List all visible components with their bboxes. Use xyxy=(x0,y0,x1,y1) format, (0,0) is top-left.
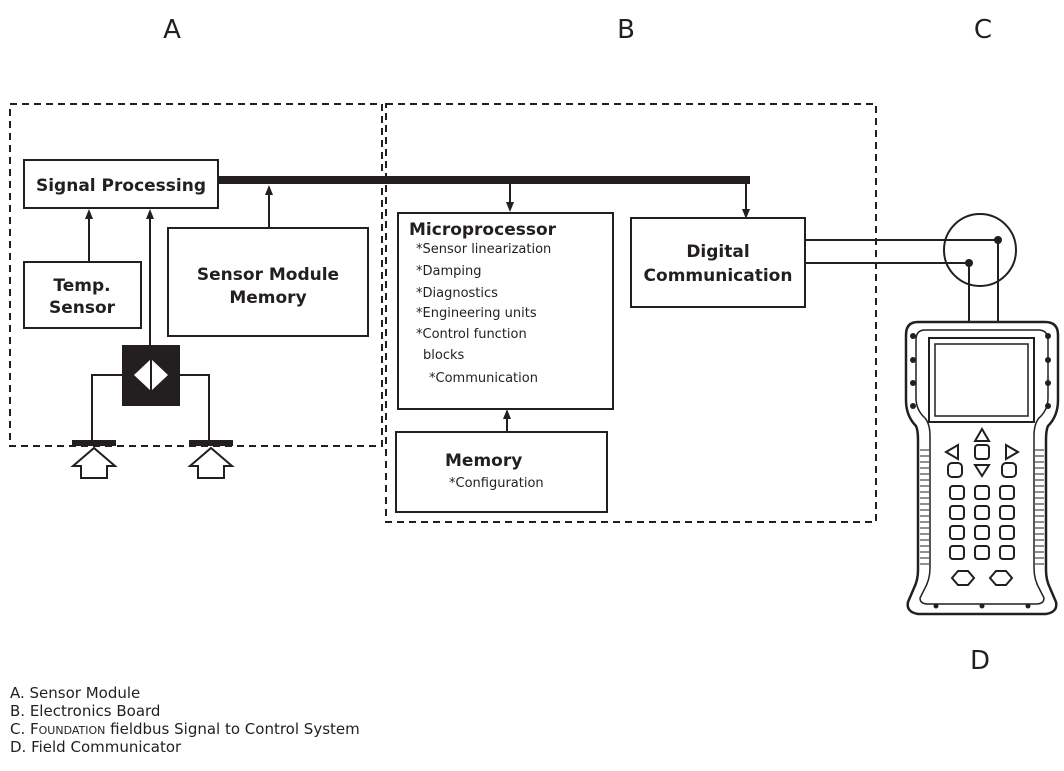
microprocessor-function-6: blocks xyxy=(423,348,464,363)
microprocessor-function-3: *Diagnostics xyxy=(416,286,498,301)
temp-sensor-label-line2: Sensor xyxy=(49,298,116,318)
microprocessor-function-5: *Control function xyxy=(416,327,527,342)
digital-communication-label-line1: Digital xyxy=(686,242,749,262)
temp-sensor-box: Temp. Sensor xyxy=(23,261,142,329)
zone-letter-c: C xyxy=(974,15,992,45)
sensor-module-memory-label-line2: Memory xyxy=(229,288,306,308)
microprocessor-box: Microprocessor *Sensor linearization *Da… xyxy=(397,212,614,410)
memory-function-1: *Configuration xyxy=(449,476,544,491)
microprocessor-function-4: *Engineering units xyxy=(416,306,537,321)
pressure-sensor-icon xyxy=(70,209,235,479)
memory-label: Memory xyxy=(445,451,522,471)
legend-item-b: B. Electronics Board xyxy=(10,702,161,720)
electronics-board-region xyxy=(385,103,877,523)
legend-item-c-brand: Foundation xyxy=(30,720,106,738)
zone-letter-a: A xyxy=(163,15,181,45)
legend-item-a: A. Sensor Module xyxy=(10,684,141,702)
legend-item-d: D. Field Communicator xyxy=(10,738,182,756)
signal-processing-box: Signal Processing xyxy=(23,159,219,209)
memory-box: Memory *Configuration xyxy=(395,431,608,513)
field-communicator-icon xyxy=(904,320,1060,616)
sensor-module-memory-label-line1: Sensor Module xyxy=(197,265,339,285)
microprocessor-function-2: *Damping xyxy=(416,264,482,279)
microprocessor-label: Microprocessor xyxy=(409,220,557,240)
zone-letter-d: D xyxy=(970,646,990,676)
digital-communication-box: Digital Communication xyxy=(630,217,806,308)
microprocessor-function-7: *Communication xyxy=(429,371,538,386)
legend-item-c-prefix: C. xyxy=(10,720,31,738)
figure-legend: A. Sensor Module B. Electronics Board C.… xyxy=(10,684,360,756)
temp-sensor-label-line1: Temp. xyxy=(53,276,110,296)
microprocessor-function-1: *Sensor linearization xyxy=(416,242,551,257)
signal-processing-label: Signal Processing xyxy=(36,176,206,196)
sensor-module-memory-box: Sensor Module Memory xyxy=(167,227,369,337)
fieldbus-signal-wires xyxy=(805,213,1017,322)
digital-communication-label-line2: Communication xyxy=(644,266,793,286)
legend-item-c: C. Foundation fieldbus Signal to Control… xyxy=(10,720,360,738)
zone-letter-b: B xyxy=(617,15,635,45)
data-bus xyxy=(218,176,750,184)
legend-item-c-text: fieldbus Signal to Control System xyxy=(105,720,360,738)
